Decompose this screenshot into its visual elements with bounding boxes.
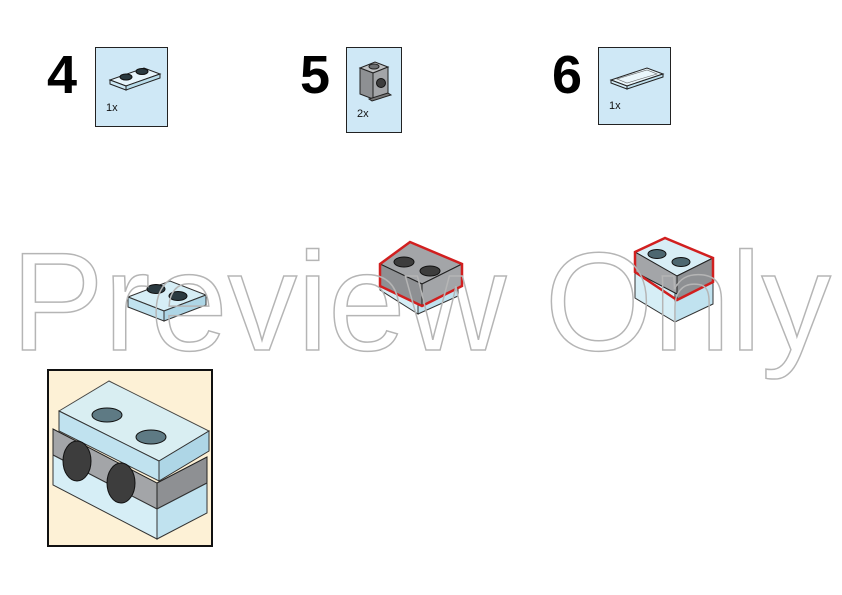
bracket-brick-icon	[358, 61, 393, 102]
parts-quantity: 1x	[609, 100, 621, 112]
step-6-model	[633, 236, 715, 323]
step-number-6: 6	[552, 45, 583, 105]
parts-quantity: 1x	[106, 102, 118, 114]
step-5-model	[378, 240, 464, 315]
parts-list-step-4: 1x	[95, 47, 168, 127]
parts-quantity: 2x	[357, 108, 369, 120]
tile-1x2-icon	[609, 67, 665, 90]
step-number-4: 4	[47, 45, 78, 105]
step-number-5: 5	[300, 45, 331, 105]
subassembly-model	[52, 380, 211, 540]
parts-list-step-6: 1x	[598, 47, 671, 125]
step-4-model	[126, 280, 208, 322]
callout-box	[47, 369, 213, 547]
parts-list-step-5: 2x	[346, 47, 402, 133]
plate-1x2-icon	[108, 67, 162, 91]
